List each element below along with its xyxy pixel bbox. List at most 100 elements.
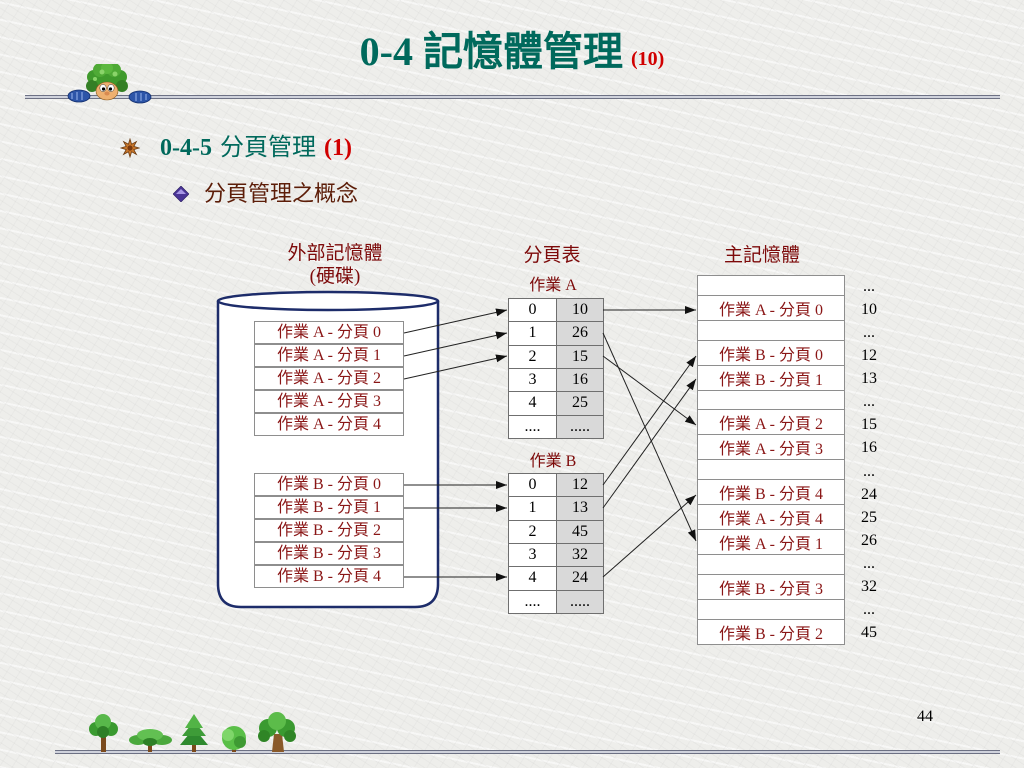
- page-table-label: 分頁表: [523, 245, 581, 266]
- memory-frame: [698, 389, 844, 410]
- memory-frame: [698, 554, 844, 574]
- frame-address-label: 12: [861, 346, 877, 364]
- page-number-cell: 3: [508, 542, 557, 568]
- disk-page-box: 作業 B - 分頁 1: [254, 496, 404, 519]
- disk-page-box: 作業 B - 分頁 2: [254, 519, 404, 542]
- title-text: 0-4 記憶體管理: [359, 29, 623, 74]
- memory-frame: [698, 319, 844, 340]
- page-number-cell: 4: [508, 391, 557, 416]
- disk-page-box: 作業 A - 分頁 1: [254, 344, 404, 367]
- mascot-face: [95, 81, 119, 101]
- frame-address-label: ...: [863, 601, 875, 619]
- frame-address-label: 13: [861, 370, 877, 388]
- page-table-row: 1 26: [508, 321, 604, 346]
- page-table-row: .... .....: [508, 414, 604, 440]
- frame-number-cell: 13: [556, 496, 604, 521]
- frame-address-label: 45: [861, 624, 877, 642]
- page-number-cell: 1: [508, 496, 557, 521]
- memory-frame: [698, 459, 844, 479]
- header-rule: [25, 95, 1000, 99]
- page-table-job-b: 0 12 1 13 2 45 3 32 4 24 .... .....: [508, 472, 604, 615]
- disk-page-box: 作業 A - 分頁 3: [254, 390, 404, 413]
- memory-frame: 作業 A - 分頁 3: [698, 434, 844, 459]
- disk-page-box: 作業 A - 分頁 0: [254, 321, 404, 344]
- frame-address-label: 25: [861, 508, 877, 526]
- arrow-disk-a2-to-table-a-row2: [403, 354, 508, 380]
- pine-tree-icon: [180, 714, 208, 752]
- section-title: 分頁管理: [219, 135, 316, 161]
- frame-number-cell: 32: [556, 542, 604, 568]
- frame-address-label: ...: [863, 555, 875, 573]
- memory-frame: 作業 B - 分頁 0: [698, 339, 844, 365]
- slide-title: 0-4 記憶體管理(10): [0, 24, 1024, 87]
- frame-number-cell: 45: [556, 519, 604, 544]
- main-memory-frames: 作業 A - 分頁 0 作業 B - 分頁 0 作業 B - 分頁 1 作業 A…: [697, 275, 845, 645]
- arrow-table-a-row2-to-frame-15: [602, 355, 697, 426]
- frame-number-cell: 15: [556, 344, 604, 369]
- page-number-cell: 0: [508, 472, 557, 498]
- page-table-row: 1 13: [508, 496, 604, 521]
- page-table-title-job-b: 作業 B: [529, 453, 577, 470]
- frame-address-label: ...: [863, 462, 875, 480]
- arrow-disk-a0-to-table-a-row0: [403, 308, 508, 334]
- frame-address-label: 26: [861, 531, 877, 549]
- page-table-row: 4 24: [508, 566, 604, 591]
- frame-number-cell: 10: [556, 297, 604, 323]
- disk-sublabel: (硬碟): [309, 266, 361, 287]
- arrow-table-b-row4-to-frame-24: [602, 494, 697, 578]
- disk-page-box: 作業 B - 分頁 3: [254, 542, 404, 565]
- page-number-cell: 1: [508, 321, 557, 346]
- arrow-table-b-row0-to-frame-12: [602, 355, 697, 486]
- disk-label: 外部記憶體: [287, 243, 383, 264]
- frame-number-cell: 25: [556, 391, 604, 416]
- page-table-row: 3 16: [508, 367, 604, 393]
- frame-address-label: 32: [861, 578, 877, 596]
- frame-address-label: ...: [863, 393, 875, 411]
- page-table-row: 3 32: [508, 542, 604, 568]
- arrow-disk-a1-to-table-a-row1: [403, 331, 508, 357]
- page-number-cell: 2: [508, 519, 557, 544]
- page-table-row: 4 25: [508, 391, 604, 416]
- green-haired-mascot-icon: [67, 64, 152, 104]
- page-table-row: 0 10: [508, 297, 604, 323]
- page-table-job-a: 0 10 1 26 2 15 3 16 4 25 .... .....: [508, 297, 604, 440]
- diamond-bullet-icon: [173, 186, 189, 202]
- page-number-cell: 0: [508, 297, 557, 323]
- page-number-cell: 2: [508, 344, 557, 369]
- memory-frame: 作業 B - 分頁 3: [698, 574, 844, 599]
- memory-frame: 作業 A - 分頁 4: [698, 504, 844, 529]
- frame-number-cell: 12: [556, 472, 604, 498]
- frame-address-label: 15: [861, 416, 877, 434]
- disk-page-box: 作業 A - 分頁 2: [254, 367, 404, 390]
- tree-icon: [129, 729, 172, 752]
- bullet-level2: 分頁管理之概念: [204, 181, 359, 206]
- section-number: 0-4-5: [160, 135, 212, 161]
- mascot-hair: [86, 64, 128, 94]
- frame-number-cell: 24: [556, 566, 604, 591]
- bullet-level1: 0-4-5 分頁管理 (1): [160, 132, 352, 164]
- frame-address-label: ...: [863, 277, 875, 295]
- frame-number-cell: 26: [556, 321, 604, 346]
- disk-pages-job-b: 作業 B - 分頁 0 作業 B - 分頁 1 作業 B - 分頁 2 作業 B…: [254, 473, 404, 588]
- tree-icon: [258, 712, 296, 752]
- disk-pages-job-a: 作業 A - 分頁 0 作業 A - 分頁 1 作業 A - 分頁 2 作業 A…: [254, 321, 404, 436]
- page-table-row: 2 45: [508, 519, 604, 544]
- page-number-cell: ....: [508, 589, 557, 615]
- frame-address-label: 24: [861, 485, 877, 503]
- footer-rule: [55, 750, 1000, 754]
- memory-frame: 作業 B - 分頁 2: [698, 618, 844, 644]
- memory-frame: 作業 A - 分頁 1: [698, 529, 844, 554]
- frame-number-cell: 16: [556, 367, 604, 393]
- memory-frame: 作業 A - 分頁 0: [698, 294, 844, 320]
- disk-page-box: 作業 B - 分頁 4: [254, 565, 404, 588]
- frame-address-label: 10: [861, 300, 877, 318]
- tree-icon: [89, 714, 118, 752]
- memory-address-column: ... 10 ... 12 13 ... 15 16 ... 24 25 26 …: [848, 275, 890, 645]
- memory-frame: 作業 B - 分頁 1: [698, 364, 844, 390]
- disk-page-box: 作業 B - 分頁 0: [254, 473, 404, 496]
- section-part-number: (1): [323, 135, 352, 161]
- frame-number-cell: .....: [556, 589, 604, 615]
- page-table-row: 0 12: [508, 472, 604, 498]
- tree-row-icon: [89, 712, 296, 752]
